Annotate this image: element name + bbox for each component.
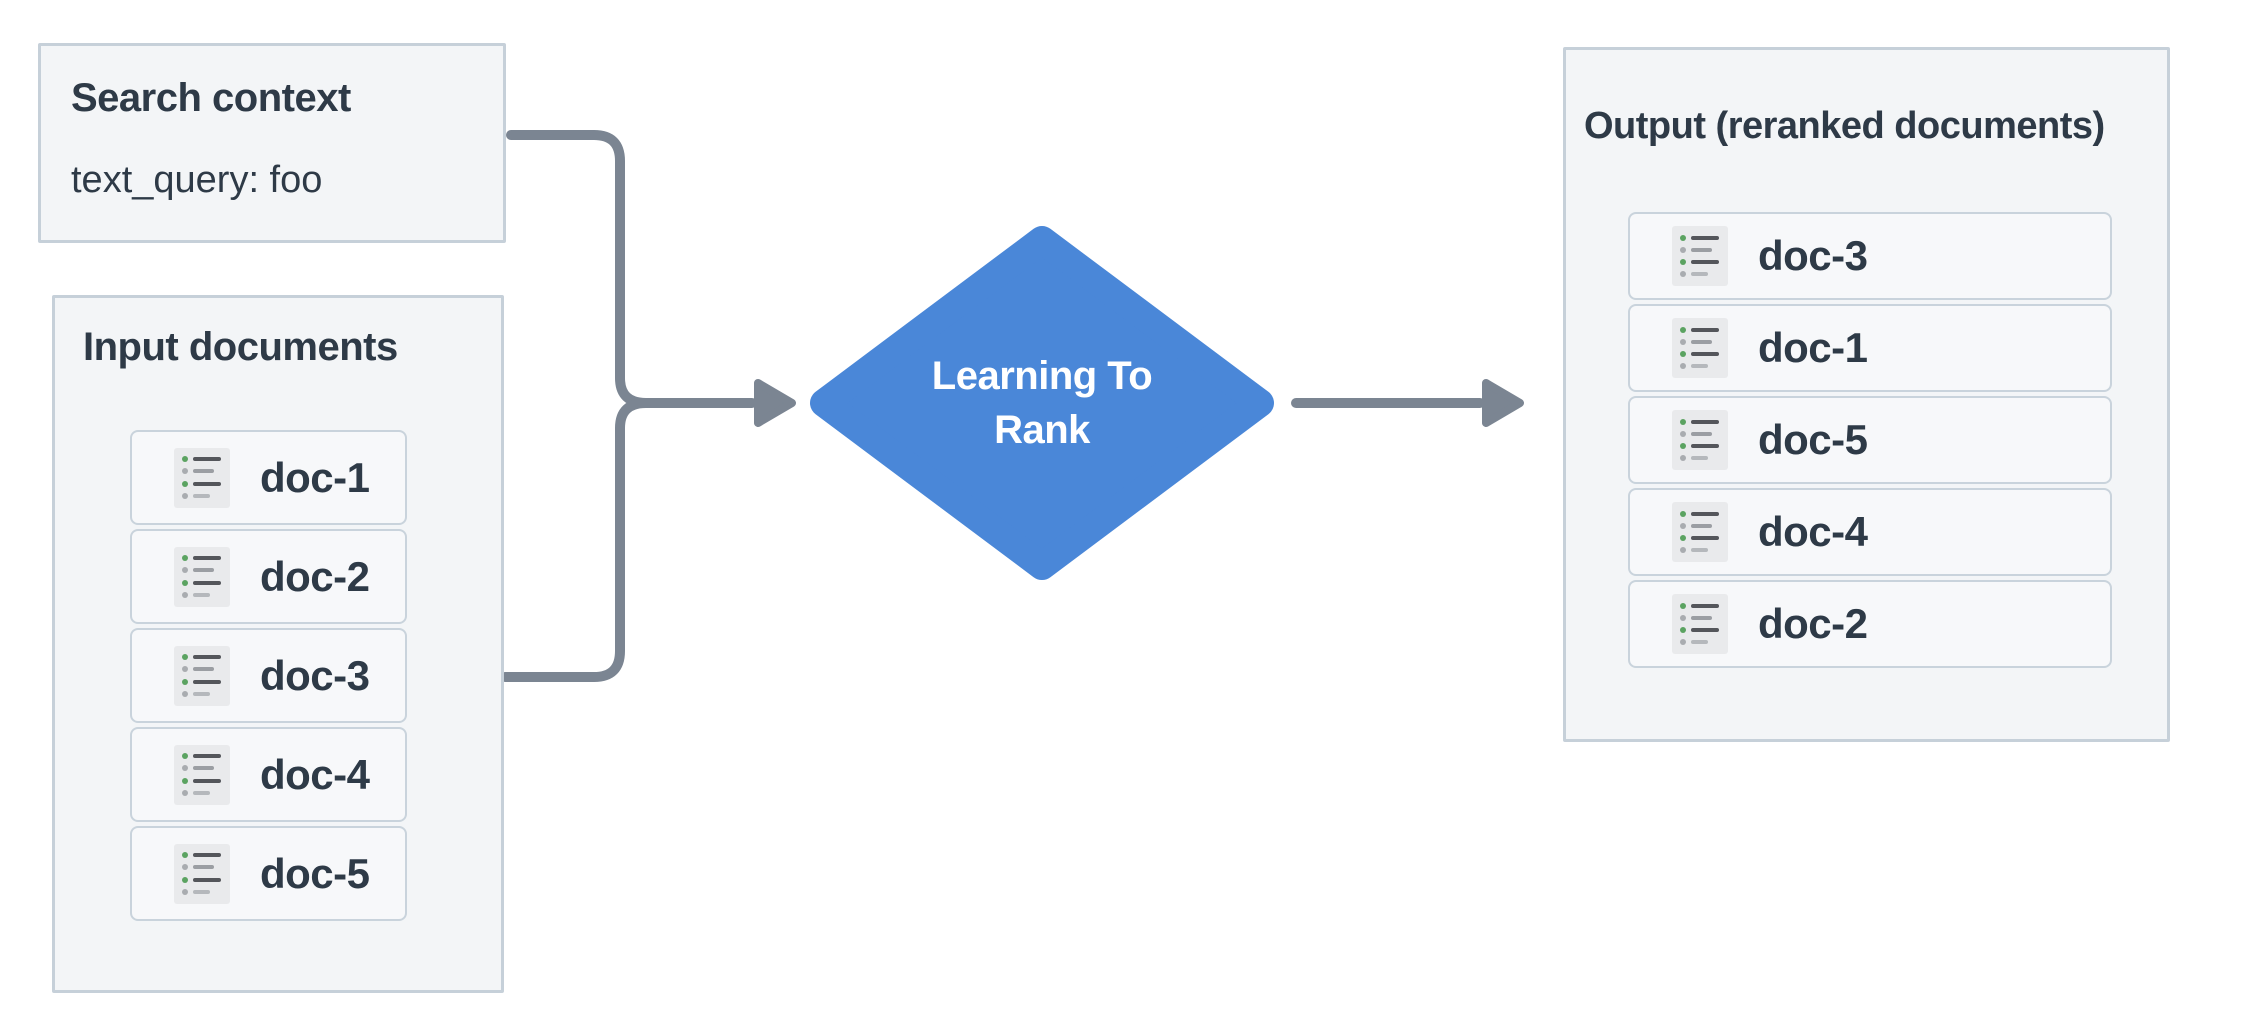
- doc-list-icon: [174, 645, 230, 706]
- ltr-label-line1: Learning To: [931, 354, 1153, 398]
- doc-item: doc-5: [1628, 396, 2112, 484]
- doc-list-icon: [1672, 594, 1728, 654]
- doc-list-icon: [1672, 410, 1728, 470]
- doc-item: doc-3: [130, 628, 407, 723]
- input-documents-title: Input documents: [83, 325, 398, 369]
- doc-item-label: doc-2: [1758, 600, 1868, 647]
- doc-item-label: doc-4: [260, 750, 370, 798]
- doc-item-label: doc-1: [1758, 324, 1868, 371]
- connector-search-to-ltr: [506, 130, 757, 408]
- input-documents-list: doc-1 doc-2 doc-3: [130, 430, 407, 925]
- doc-item: doc-4: [1628, 488, 2112, 576]
- doc-list-icon: [1672, 502, 1728, 562]
- doc-item-label: doc-5: [1758, 416, 1868, 463]
- doc-list-icon: [174, 447, 230, 508]
- doc-item-label: doc-3: [1758, 232, 1868, 279]
- ltr-diamond-label: Learning To Rank: [892, 330, 1192, 476]
- doc-item: doc-2: [130, 529, 407, 624]
- doc-item: doc-4: [130, 727, 407, 822]
- doc-item: doc-1: [130, 430, 407, 525]
- doc-item: doc-2: [1628, 580, 2112, 668]
- search-context-title: Search context: [71, 76, 351, 120]
- doc-item: doc-1: [1628, 304, 2112, 392]
- doc-item: doc-5: [130, 826, 407, 921]
- doc-list-icon: [174, 546, 230, 607]
- doc-list-icon: [1672, 318, 1728, 378]
- arrowhead-into-ltr: [754, 379, 796, 427]
- doc-item-label: doc-2: [260, 552, 370, 600]
- ltr-label-line2: Rank: [994, 408, 1090, 452]
- search-context-box: Search context text_query: foo: [38, 43, 506, 243]
- doc-item-label: doc-1: [260, 453, 370, 501]
- search-context-query: text_query: foo: [71, 159, 323, 201]
- doc-item: doc-3: [1628, 212, 2112, 300]
- connector-docs-to-ltr: [500, 398, 651, 682]
- doc-list-icon: [174, 843, 230, 904]
- doc-item-label: doc-4: [1758, 508, 1868, 555]
- output-documents-list: doc-3 doc-1 doc-5: [1628, 212, 2112, 672]
- output-documents-title: Output (reranked documents): [1584, 105, 2105, 147]
- doc-list-icon: [174, 744, 230, 805]
- doc-item-label: doc-3: [260, 651, 370, 699]
- doc-list-icon: [1672, 226, 1728, 286]
- arrowhead-into-output: [1482, 379, 1524, 427]
- doc-item-label: doc-5: [260, 849, 370, 897]
